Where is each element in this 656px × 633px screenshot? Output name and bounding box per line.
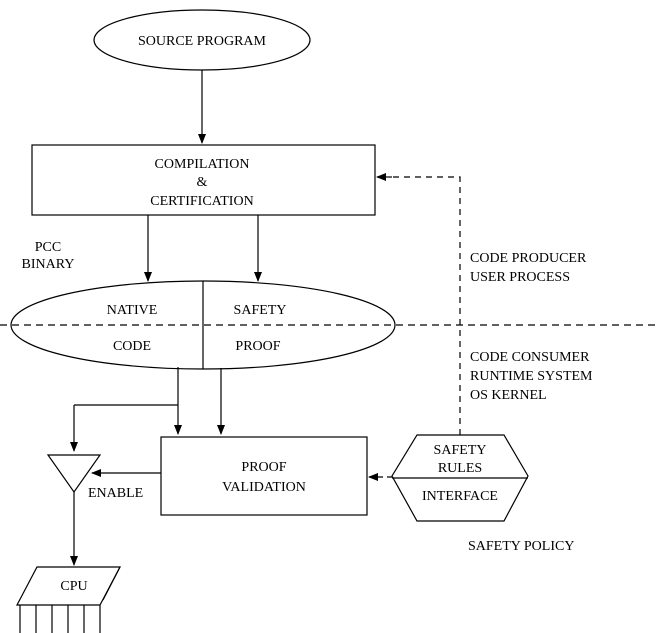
- certification-label: CERTIFICATION: [150, 194, 253, 209]
- compilation-label: COMPILATION: [155, 157, 250, 172]
- safety-rules-line1: SAFETY: [434, 443, 487, 458]
- proof-label: PROOF: [235, 339, 280, 354]
- enable-gate: [46, 454, 102, 494]
- safety-policy-caption: SAFETY POLICY: [468, 539, 574, 554]
- safety-label: SAFETY: [234, 303, 287, 318]
- interface-label: INTERFACE: [422, 489, 498, 504]
- compilation-ampersand: &: [197, 175, 208, 190]
- cpu-label: CPU: [60, 579, 87, 594]
- consumer-label-line2: RUNTIME SYSTEM: [470, 369, 593, 384]
- code-label: CODE: [113, 339, 151, 354]
- producer-label-line1: CODE PRODUCER: [470, 251, 587, 266]
- cpu-pins: [19, 566, 121, 633]
- native-label: NATIVE: [107, 303, 158, 318]
- compilation-box: [31, 144, 376, 216]
- safety-rules-line2: RULES: [438, 461, 482, 476]
- proof-validation-line1: PROOF: [241, 460, 286, 475]
- enable-label: ENABLE: [88, 486, 143, 501]
- consumer-label-line3: OS KERNEL: [470, 388, 547, 403]
- producer-label-line2: USER PROCESS: [470, 270, 570, 285]
- source-program-label: SOURCE PROGRAM: [138, 34, 267, 49]
- pcc-caption-line1: PCC: [35, 240, 61, 255]
- pcc-caption-line2: BINARY: [22, 257, 75, 272]
- proof-validation-line2: VALIDATION: [222, 480, 306, 495]
- policy-feedback-dashed: [392, 176, 461, 435]
- proof-validation-box: [160, 436, 368, 516]
- consumer-label-line1: CODE CONSUMER: [470, 350, 590, 365]
